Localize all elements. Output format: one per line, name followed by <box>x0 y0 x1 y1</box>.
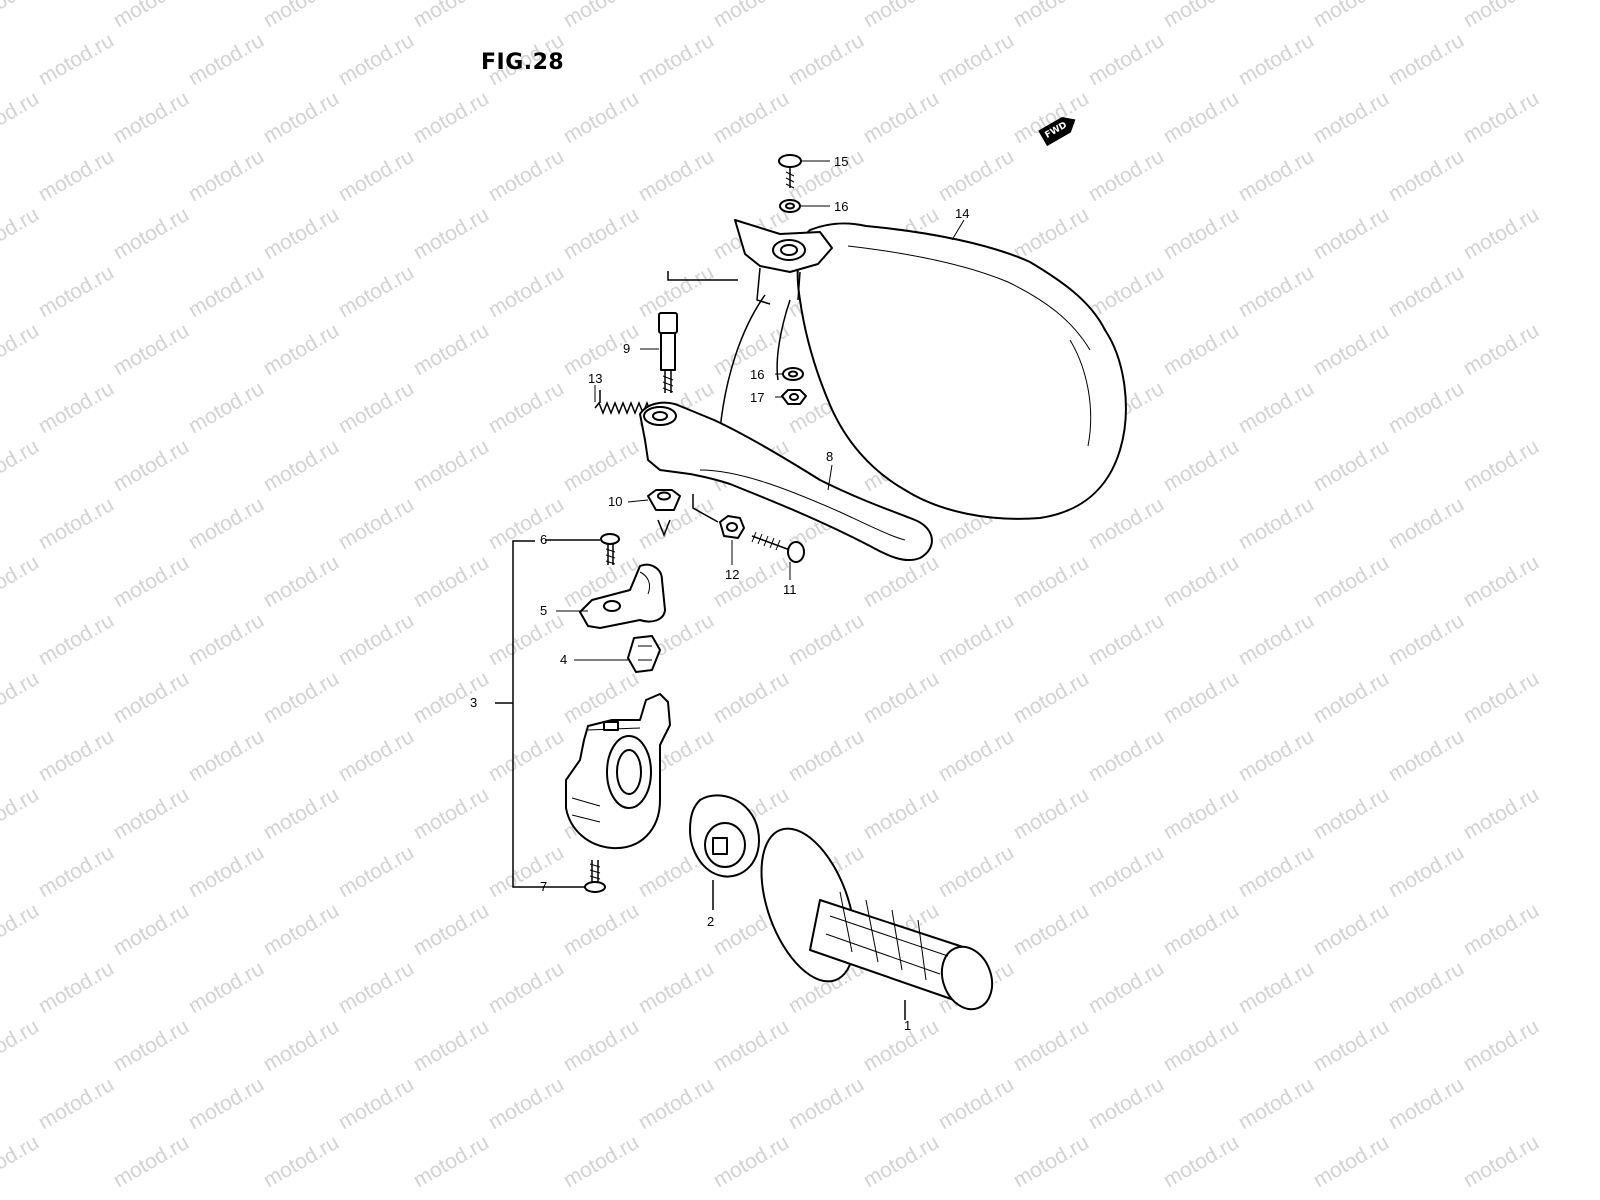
callout-8: 8 <box>826 449 834 464</box>
clutch-lever-8 <box>639 401 933 562</box>
screw-6 <box>545 533 620 565</box>
leader-lines <box>556 160 965 661</box>
grip-1 <box>760 827 994 1020</box>
callout-11: 11 <box>783 582 797 597</box>
callout-1: 1 <box>904 1018 912 1033</box>
figure-title: FIG.28 <box>481 50 565 75</box>
adapter-ring-2 <box>689 794 760 910</box>
callout-10: 10 <box>608 494 623 509</box>
callout-5: 5 <box>540 603 548 618</box>
callout-4: 4 <box>560 652 568 667</box>
callout-12: 12 <box>725 567 740 582</box>
lever-perch-housing <box>565 693 671 850</box>
washer-16-top <box>779 199 801 213</box>
callout-6: 6 <box>540 532 548 547</box>
callout-2: 2 <box>707 914 715 929</box>
handguard-part <box>796 222 1127 520</box>
callout-16-lower: 16 <box>750 367 765 382</box>
nut-12 <box>692 494 745 539</box>
callout-16-top: 16 <box>834 199 849 214</box>
cable-clamp-5 <box>579 563 666 629</box>
callout-14: 14 <box>955 206 970 221</box>
washer-16-lower <box>782 367 804 381</box>
assembly-bracket-3 <box>495 540 540 888</box>
callout-15: 15 <box>834 154 849 169</box>
nut-10 <box>647 489 681 538</box>
screw-15 <box>778 154 802 189</box>
screw-7 <box>540 860 606 893</box>
clip-4 <box>627 635 661 673</box>
callout-9: 9 <box>623 341 631 356</box>
callout-7: 7 <box>540 879 548 894</box>
callout-13: 13 <box>588 371 603 386</box>
callout-17: 17 <box>750 390 765 405</box>
pivot-bolt-9 <box>658 271 738 393</box>
bolt-11 <box>751 531 805 563</box>
nut-17 <box>781 389 807 405</box>
callout-3: 3 <box>470 695 478 710</box>
